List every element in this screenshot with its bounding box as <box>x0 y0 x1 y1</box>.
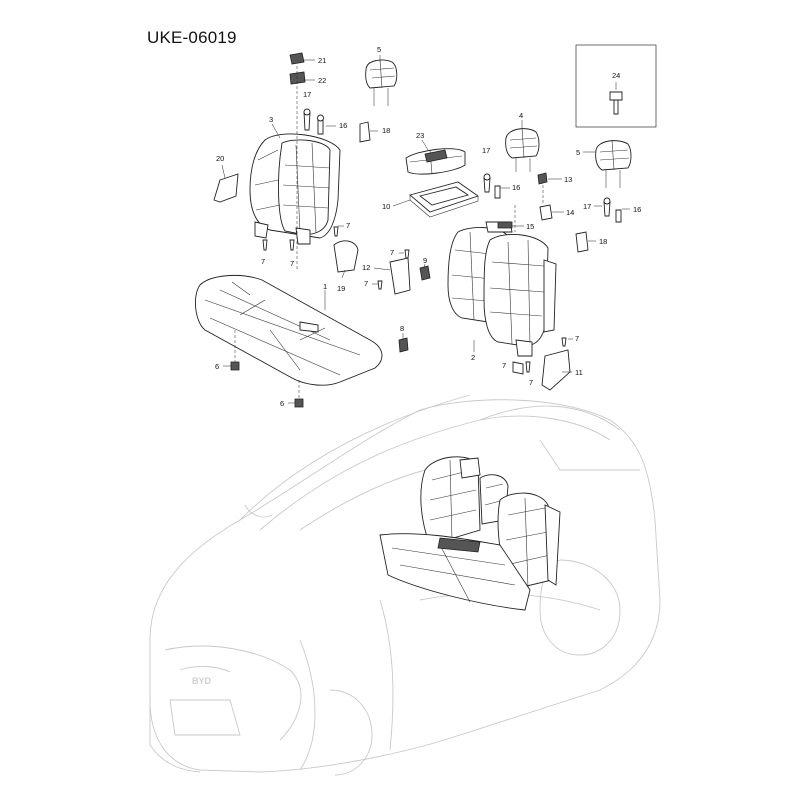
callout-12: 12 <box>362 263 370 272</box>
callout-20: 20 <box>216 154 224 163</box>
callout-7: 7 <box>529 378 533 387</box>
callout-19: 19 <box>337 284 345 293</box>
callout-13: 13 <box>564 175 572 184</box>
callout-18: 18 <box>382 126 390 135</box>
callout-22: 22 <box>318 76 326 85</box>
callout-7: 7 <box>502 361 506 370</box>
callout-5: 5 <box>576 148 580 157</box>
callout-9: 9 <box>423 256 427 265</box>
callout-23: 23 <box>416 131 424 140</box>
callout-24: 24 <box>612 71 620 80</box>
svg-text:BYD: BYD <box>192 676 212 686</box>
callout-7: 7 <box>261 257 265 266</box>
leader-lines <box>221 55 630 404</box>
callout-16: 16 <box>339 121 347 130</box>
callout-21: 21 <box>318 56 326 65</box>
callout-7: 7 <box>575 334 579 343</box>
armrest-assembly <box>405 148 479 218</box>
callout-labels: 21 22 5 17 3 16 18 20 7 7 7 19 7 12 7 9 … <box>215 45 641 408</box>
right-seat-backrest <box>447 221 557 375</box>
callout-11: 11 <box>575 368 583 377</box>
callout-17: 17 <box>303 90 311 99</box>
left-seat-backrest <box>249 133 341 245</box>
hardware-parts <box>213 52 623 408</box>
callout-5: 5 <box>377 45 381 54</box>
headrest-center <box>505 127 540 172</box>
headrest-right <box>595 139 632 188</box>
callout-8: 8 <box>400 324 404 333</box>
callout-2: 2 <box>471 353 475 362</box>
callout-16: 16 <box>633 205 641 214</box>
rear-bench-cushion <box>194 275 383 386</box>
callout-7: 7 <box>390 248 394 257</box>
diagram-title: UKE-06019 <box>147 28 237 47</box>
callout-17: 17 <box>583 202 591 211</box>
installed-seat-assembly <box>379 456 561 611</box>
inset-box <box>575 44 657 128</box>
vehicle-outline: BYD <box>149 394 661 776</box>
callout-6: 6 <box>215 362 219 371</box>
callout-14: 14 <box>566 208 574 217</box>
callout-10: 10 <box>382 202 390 211</box>
callout-16: 16 <box>512 183 520 192</box>
callout-17: 17 <box>482 146 490 155</box>
callout-1: 1 <box>323 282 327 291</box>
callout-6: 6 <box>280 399 284 408</box>
callout-18: 18 <box>599 237 607 246</box>
callout-7: 7 <box>290 259 294 268</box>
headrest-left <box>365 59 398 106</box>
callout-3: 3 <box>269 115 273 124</box>
callout-7: 7 <box>364 279 368 288</box>
callout-7: 7 <box>346 221 350 230</box>
callout-15: 15 <box>526 222 534 231</box>
callout-4: 4 <box>519 111 523 120</box>
